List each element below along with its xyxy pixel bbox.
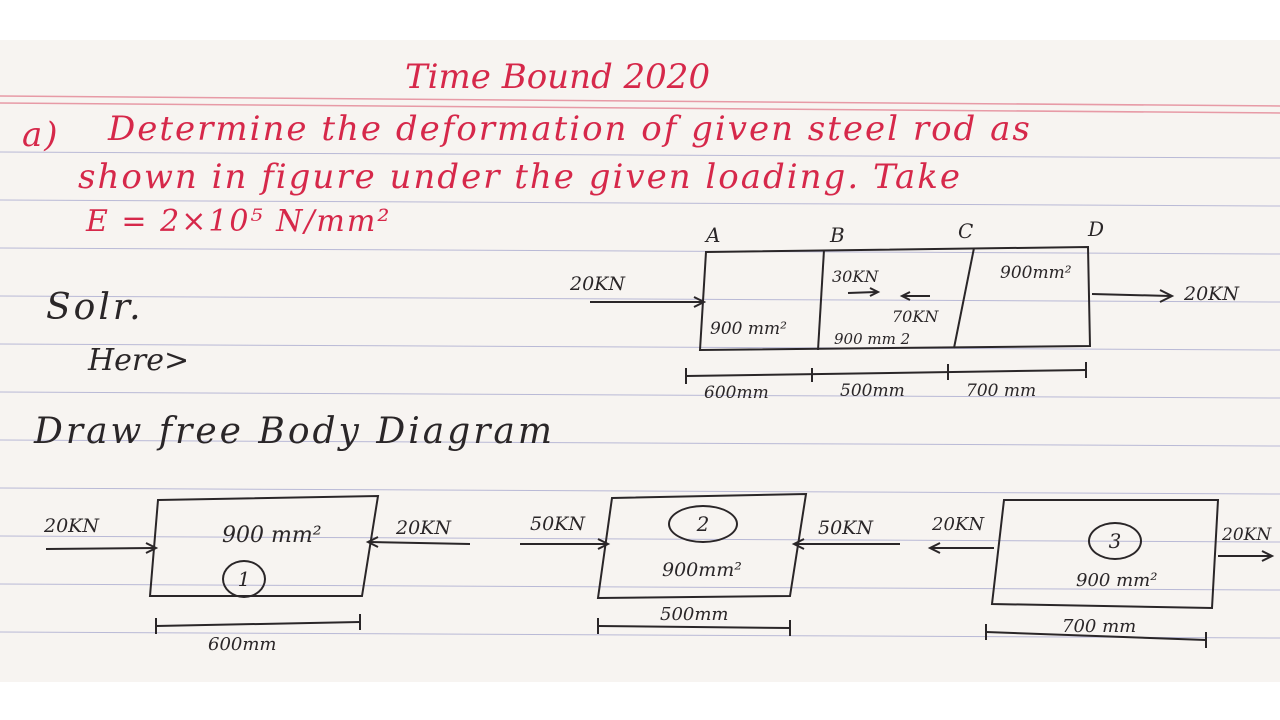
fbd-segment-1-box [148,494,380,597]
arrow-left-head [693,296,707,308]
area-ab-label: 900 mm² [710,319,787,339]
fbd-3-left-arrow-head [927,542,941,554]
fbd-2-length: 500mm [660,604,729,625]
fbd-1-right-load: 20KN [395,517,452,539]
question-line-1: Determine the deformation of given steel… [108,109,1032,149]
letterbox-bottom [0,682,1280,720]
rod-divider-b [817,249,825,351]
fbd-1-dimension [155,621,361,627]
here-label: Here> [88,343,190,378]
fbd-2-number: 2 [696,512,710,536]
length-bc-label: 500mm [840,381,905,401]
fbd-3-right-arrow-head [1261,550,1275,562]
header-margin-line [0,95,1280,107]
fbd-heading: Draw free Body Diagram [34,411,556,452]
load-left-label: 20KN [569,273,626,295]
ruled-line [0,391,1280,399]
ruled-line [0,199,1280,207]
ruled-line [0,631,1280,639]
page-title: Time Bound 2020 [405,57,711,97]
question-line-2: shown in figure under the given loading.… [78,157,962,197]
fbd-1-length: 600mm [208,634,277,655]
ruled-line [0,487,1280,495]
point-d-label: D [1087,217,1104,241]
ruled-line [0,439,1280,447]
length-ab-label: 600mm [704,383,769,403]
arrow-right-load [1091,293,1171,297]
length-cd-label: 700 mm [966,381,1036,401]
fbd-1-left-arrow [45,547,155,550]
fbd-3-number: 3 [1108,529,1122,553]
fbd-3-length: 700 mm [1062,616,1136,637]
ruled-line [0,151,1280,159]
point-b-label: B [829,223,845,247]
load-b-label: 30KN [832,267,879,286]
fbd-2-area: 900mm² [662,559,742,581]
load-c-label: 70KN [892,307,939,326]
arrow-b-head [869,287,881,297]
solution-label: Solr. [46,287,144,328]
dimension-line [685,369,1087,377]
load-right-label: 20KN [1183,283,1240,305]
fbd-segment-3-box [990,499,1220,610]
fbd-2-number-circle: 2 [668,505,738,543]
ruled-line [0,295,1280,303]
letterbox-top [0,0,1280,40]
ruled-line [0,247,1280,255]
area-bc-label: 900 mm 2 [834,330,910,348]
question-marker: a) [22,115,60,155]
point-a-label: A [704,223,720,247]
fbd-1-area: 900 mm² [222,523,322,548]
fbd-1-right-arrow [369,541,471,545]
fbd-1-right-arrow-head [365,536,379,548]
fbd-3-right-load: 20KN [1221,525,1272,545]
fbd-2-right-load: 50KN [818,517,874,539]
ruled-line [0,343,1280,351]
fbd-1-left-arrow-head [145,542,159,554]
fbd-3-dimension [985,631,1207,641]
fbd-2-left-load: 50KN [530,513,586,535]
rod-divider-c [953,247,975,349]
fbd-1-number: 1 [237,567,251,591]
area-cd-label: 900mm² [1000,263,1072,283]
ruled-line [0,535,1280,543]
fbd-1-left-load: 20KN [43,515,100,537]
ruled-line [0,583,1280,591]
fbd-1-number-circle: 1 [222,560,266,598]
fbd-segment-2-box [596,492,808,600]
question-line-3: E = 2×10⁵ N/mm² [86,204,392,239]
header-margin-line-2 [0,102,1280,114]
fbd-3-area: 900 mm² [1076,570,1157,591]
arrow-c-head [899,291,911,301]
rod-outline [698,245,1092,352]
fbd-2-dimension [597,625,791,629]
fbd-2-right-arrow-head [791,538,805,550]
arrow-b-load [847,291,877,294]
fbd-2-left-arrow-head [597,538,611,550]
fbd-3-number-circle: 3 [1088,522,1142,560]
arrow-right-head [1159,289,1175,303]
fbd-3-left-load: 20KN [931,514,985,535]
point-c-label: C [958,219,973,243]
